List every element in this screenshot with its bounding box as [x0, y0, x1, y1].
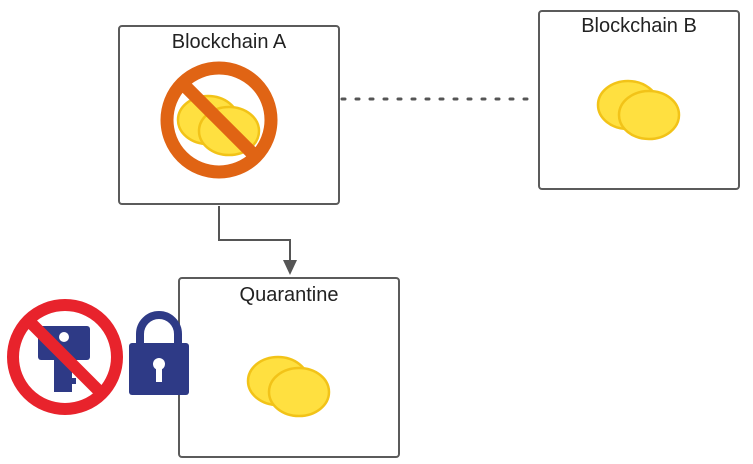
prohibited-icon	[7, 299, 123, 415]
key-icon	[38, 326, 90, 392]
quarantine-label: Quarantine	[239, 284, 339, 306]
arrow-icon	[283, 260, 297, 275]
quarantine-box: Quarantine	[178, 277, 400, 458]
blockchain-b-box: Blockchain B	[538, 10, 740, 190]
blockchain-b-label: Blockchain B	[581, 15, 697, 37]
quarantine-arrow	[218, 206, 291, 262]
blockchain-a-label: Blockchain A	[171, 31, 287, 53]
blockchain-a-box: Blockchain A	[118, 25, 340, 205]
